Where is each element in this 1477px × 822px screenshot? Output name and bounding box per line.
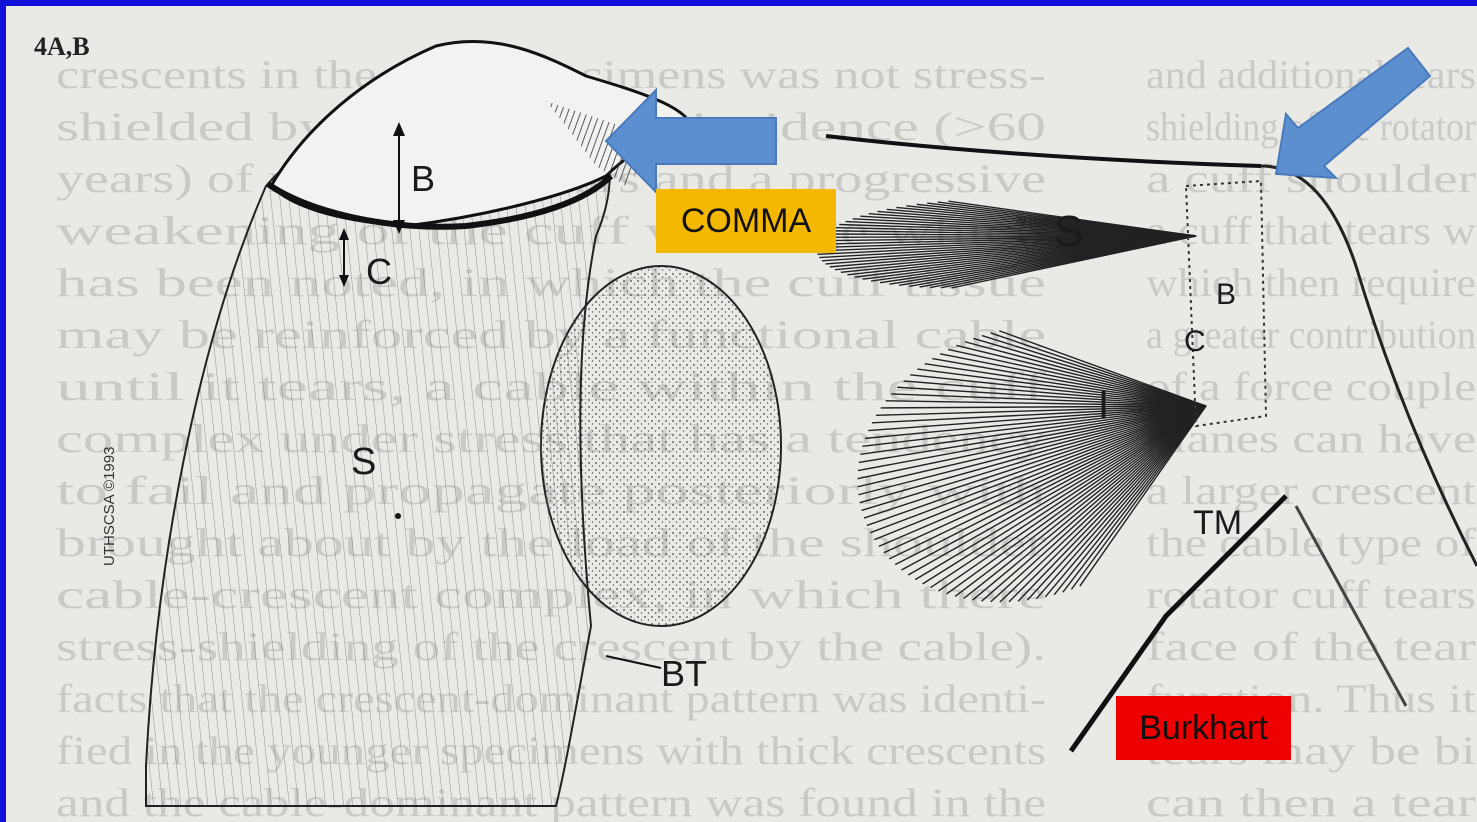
side-caption: UTHSCSA ©1993 [101, 447, 118, 566]
background-text-line: can then a tear [1146, 780, 1476, 822]
label-c-right: C [1184, 325, 1206, 358]
figure-canvas: crescents in the older specimens was not… [6, 6, 1477, 822]
background-text-line: rotator cuff tears [1146, 572, 1476, 617]
label-i: I [1098, 383, 1109, 427]
comma-callout: COMMA [656, 189, 836, 253]
label-bt: BT [661, 653, 707, 694]
label-s-right: S [1054, 207, 1083, 256]
burkhart-callout: Burkhart [1116, 696, 1291, 760]
label-b-right: B [1216, 278, 1236, 311]
dot-marker [395, 513, 401, 519]
figure-number: 4A,B [34, 32, 90, 62]
label-c-left: C [366, 251, 392, 292]
background-text-line: a cuff that tears w [1146, 208, 1476, 253]
background-text-line: face of the tear [1146, 624, 1476, 669]
background-text-line: which then require [1146, 260, 1476, 305]
background-text-line: planes can have [1146, 416, 1476, 461]
label-s-left: S [351, 441, 376, 483]
label-tm: TM [1193, 504, 1242, 542]
label-b-left: B [411, 158, 435, 199]
